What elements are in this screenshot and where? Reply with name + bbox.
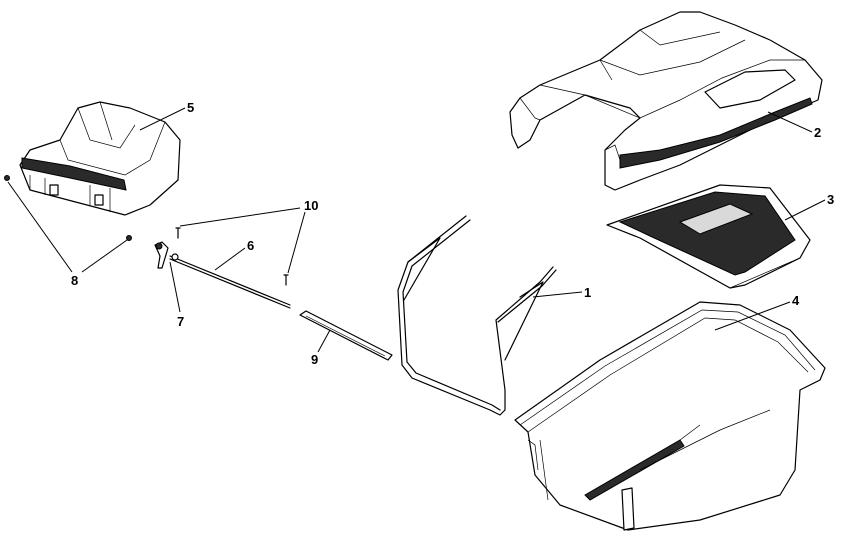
part-7-clip xyxy=(154,241,169,269)
callout-1: 1 xyxy=(584,285,591,300)
callout-8: 8 xyxy=(71,273,78,288)
leader-10a xyxy=(179,207,301,227)
leader-5 xyxy=(139,107,186,131)
callout-6: 6 xyxy=(247,238,254,253)
leader-3 xyxy=(784,199,826,221)
part-4-grass-box xyxy=(514,301,826,531)
part-3-tray xyxy=(606,184,811,289)
part-10-pins xyxy=(175,227,289,286)
leader-2 xyxy=(767,111,813,133)
callout-2: 2 xyxy=(814,125,821,140)
leader-9 xyxy=(317,329,331,353)
part-2-housing xyxy=(509,11,823,191)
part-8-fasteners xyxy=(4,175,132,241)
callout-9: 9 xyxy=(311,352,318,367)
part-6-rod xyxy=(169,253,291,309)
callout-5: 5 xyxy=(187,100,194,115)
leader-8a xyxy=(7,181,73,273)
callout-3: 3 xyxy=(827,192,834,207)
callout-10: 10 xyxy=(304,198,318,213)
part-1-frame xyxy=(397,215,557,416)
part-9-bar xyxy=(299,310,393,361)
leader-7 xyxy=(169,261,181,313)
leader-6 xyxy=(214,247,246,271)
callout-7: 7 xyxy=(177,314,184,329)
leader-1 xyxy=(532,291,583,298)
leader-4 xyxy=(714,301,791,331)
leader-8b xyxy=(81,239,128,273)
leader-10b xyxy=(287,211,306,274)
leader-lines xyxy=(7,107,826,353)
part-5-top-cover xyxy=(19,101,181,216)
callout-labels: 1 2 3 4 5 6 7 8 9 10 xyxy=(71,100,834,367)
callout-4: 4 xyxy=(792,293,800,308)
